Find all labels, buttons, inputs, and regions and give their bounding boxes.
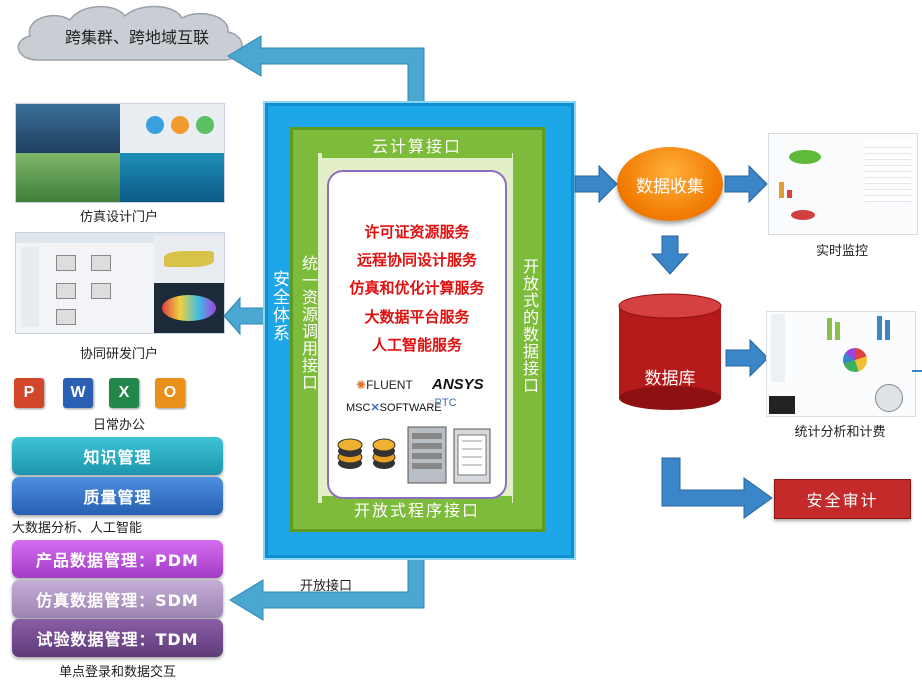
open-interface-label: 开放接口 <box>300 579 353 594</box>
bigdata-caption: 大数据分析、人工智能 <box>12 521 143 536</box>
arrow-to-cloud <box>227 35 425 105</box>
arrow-to-stats <box>725 338 769 378</box>
sso-caption: 单点登录和数据交互 <box>58 665 176 680</box>
tdm-button[interactable]: 试验数据管理：TDM <box>12 619 223 657</box>
stats-caption: 统计分析和计费 <box>794 425 886 440</box>
service-item: 远程协同设计服务 <box>356 251 477 269</box>
knowledge-mgmt-button[interactable]: 知识管理 <box>12 437 223 475</box>
server-rack-icon <box>407 426 447 484</box>
security-audit-box: 安全审计 <box>774 479 911 519</box>
fluent-logo: ✺FLUENT <box>356 378 413 392</box>
service-item: 人工智能服务 <box>371 336 462 354</box>
disk-stack-icon <box>337 438 363 469</box>
quality-mgmt-button[interactable]: 质量管理 <box>12 477 223 515</box>
database-label: 数据库 <box>644 369 696 389</box>
realtime-monitor-screenshot <box>768 133 918 235</box>
database-cylinder <box>618 293 722 410</box>
open-data-interface-label: 开放式的数据接口 <box>520 258 539 394</box>
office-caption: 日常办公 <box>92 418 145 433</box>
disk-stack-icon <box>372 438 396 469</box>
stats-billing-screenshot <box>766 311 916 417</box>
data-collection-node: 数据收集 <box>617 147 723 221</box>
connector-line <box>912 370 922 372</box>
arrow-to-monitor <box>724 164 768 204</box>
realtime-caption: 实时监控 <box>815 244 868 259</box>
hardware-icons <box>337 426 491 484</box>
arrow-to-database <box>650 235 690 275</box>
ansys-logo: ANSYS <box>432 376 484 393</box>
unified-scheduling-label: 统一资源调用接口 <box>299 255 318 391</box>
ptc-logo: ◌PTC <box>428 397 457 409</box>
arrow-to-collab <box>223 296 265 336</box>
arrow-to-audit <box>661 457 773 519</box>
server-rack-icon <box>453 428 491 484</box>
sim-portal-screenshot <box>15 103 225 203</box>
sdm-button[interactable]: 仿真数据管理：SDM <box>12 580 223 618</box>
cloud-label: 跨集群、跨地域互联 <box>64 28 209 47</box>
pdm-button[interactable]: 产品数据管理：PDM <box>12 540 223 578</box>
service-item: 许可证资源服务 <box>364 223 470 241</box>
arrow-bottom-left <box>229 557 425 621</box>
collab-portal-caption: 协同研发门户 <box>79 347 158 362</box>
ptc-swirl-icon: ◌ <box>428 397 435 409</box>
word-icon: W <box>63 378 93 408</box>
excel-icon: X <box>109 378 139 408</box>
service-item: 仿真和优化计算服务 <box>349 279 485 297</box>
service-item: 大数据平台服务 <box>364 308 470 326</box>
powerpoint-icon: P <box>14 378 44 408</box>
arrow-to-collection <box>574 164 618 204</box>
cloud-shape <box>17 5 243 61</box>
security-label: 安全体系 <box>269 270 289 342</box>
sun-icon: ✺ <box>356 378 367 392</box>
msc-logo: MSC✕SOFTWARE <box>346 402 442 414</box>
outlook-icon: O <box>155 378 185 408</box>
sim-portal-caption: 仿真设计门户 <box>79 210 158 225</box>
collab-portal-screenshot <box>15 232 225 334</box>
open-program-interface-bar: 开放式程序接口 <box>322 496 512 522</box>
cloud-interface-bar: 云计算接口 <box>322 132 512 158</box>
